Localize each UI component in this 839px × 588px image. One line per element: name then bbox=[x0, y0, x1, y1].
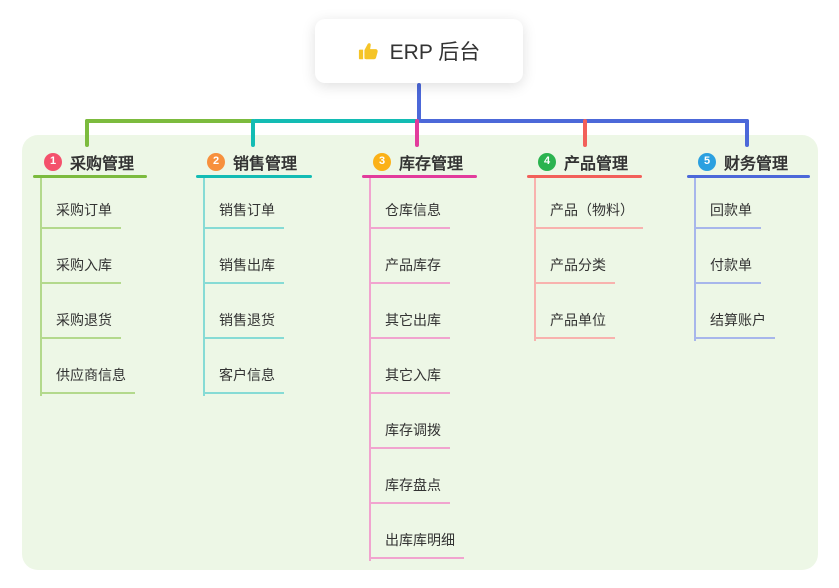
branches-panel bbox=[22, 135, 818, 570]
item-row: 其它入库 bbox=[362, 339, 477, 394]
item-row: 其它出库 bbox=[362, 284, 477, 339]
drop-line-2 bbox=[251, 119, 255, 147]
branch-trunk-line bbox=[40, 178, 42, 396]
item-row: 采购订单 bbox=[33, 178, 147, 229]
branch-trunk-line bbox=[694, 178, 696, 341]
item-row: 采购退货 bbox=[33, 284, 147, 339]
item-row: 库存调拨 bbox=[362, 394, 477, 449]
thumbs-up-icon bbox=[358, 40, 380, 62]
branch-items: 产品（物料） 产品分类产品单位 bbox=[527, 178, 643, 339]
branch-item[interactable]: 供应商信息 bbox=[40, 365, 135, 394]
item-row: 仓库信息 bbox=[362, 178, 477, 229]
branch-item[interactable]: 采购退货 bbox=[40, 310, 121, 339]
item-row: 销售出库 bbox=[196, 229, 312, 284]
branch-item[interactable]: 销售订单 bbox=[203, 200, 284, 229]
branch-trunk-line bbox=[203, 178, 205, 396]
branch-title[interactable]: 4 产品管理 bbox=[527, 150, 642, 173]
branch-label: 库存管理 bbox=[399, 155, 464, 173]
item-row: 销售订单 bbox=[196, 178, 312, 229]
branch-underline bbox=[362, 175, 477, 178]
branch-trunk-line bbox=[369, 178, 371, 561]
branch-underline bbox=[687, 175, 810, 178]
branch-label: 销售管理 bbox=[233, 155, 298, 173]
bus-segment-teal bbox=[253, 119, 419, 123]
branch-title[interactable]: 1 采购管理 bbox=[33, 150, 147, 173]
item-row: 结算账户 bbox=[687, 284, 810, 339]
branch-item[interactable]: 产品分类 bbox=[534, 255, 615, 284]
branch-item[interactable]: 产品（物料） bbox=[534, 200, 643, 229]
branch-item[interactable]: 仓库信息 bbox=[369, 200, 450, 229]
item-row: 采购入库 bbox=[33, 229, 147, 284]
branch-title[interactable]: 3 库存管理 bbox=[362, 150, 477, 173]
branch-5: 5 财务管理回款单付款单结算账户 bbox=[687, 150, 810, 341]
item-row: 付款单 bbox=[687, 229, 810, 284]
branch-label: 采购管理 bbox=[70, 155, 135, 173]
branch-item[interactable]: 库存调拨 bbox=[369, 420, 450, 449]
branch-items: 回款单付款单结算账户 bbox=[687, 178, 810, 339]
bus-segment-green bbox=[85, 119, 255, 123]
branch-item[interactable]: 客户信息 bbox=[203, 365, 284, 394]
branch-underline bbox=[527, 175, 642, 178]
branch-number-badge: 3 bbox=[373, 152, 391, 171]
branch-number-badge: 5 bbox=[698, 152, 716, 171]
item-row: 产品库存 bbox=[362, 229, 477, 284]
branch-item[interactable]: 回款单 bbox=[694, 200, 761, 229]
branch-item[interactable]: 结算账户 bbox=[694, 310, 775, 339]
branch-title[interactable]: 5 财务管理 bbox=[687, 150, 810, 173]
drop-line-4 bbox=[583, 119, 587, 147]
branch-items: 销售订单销售出库销售退货客户信息 bbox=[196, 178, 312, 394]
branch-item[interactable]: 付款单 bbox=[694, 255, 761, 284]
item-row: 回款单 bbox=[687, 178, 810, 229]
drop-line-5 bbox=[745, 119, 749, 147]
branch-4: 4 产品管理产品（物料） 产品分类产品单位 bbox=[527, 150, 643, 341]
branch-number-badge: 1 bbox=[44, 152, 62, 171]
branch-item[interactable]: 产品单位 bbox=[534, 310, 615, 339]
branch-item[interactable]: 采购入库 bbox=[40, 255, 121, 284]
item-row: 出库库明细 bbox=[362, 504, 477, 559]
branch-label: 财务管理 bbox=[724, 155, 789, 173]
branch-2: 2 销售管理销售订单销售出库销售退货客户信息 bbox=[196, 150, 312, 396]
root-node[interactable]: ERP 后台 bbox=[315, 19, 523, 83]
branch-items: 采购订单采购入库采购退货供应商信息 bbox=[33, 178, 147, 394]
item-row: 客户信息 bbox=[196, 339, 312, 394]
item-row: 产品分类 bbox=[527, 229, 642, 284]
branch-item[interactable]: 其它入库 bbox=[369, 365, 450, 394]
drop-line-3 bbox=[415, 119, 419, 147]
branch-3: 3 库存管理仓库信息产品库存其它出库其它入库库存调拨库存盘点出库库明细 bbox=[362, 150, 477, 561]
drop-line-1 bbox=[85, 119, 89, 147]
item-row: 供应商信息 bbox=[33, 339, 147, 394]
item-row: 产品（物料） bbox=[527, 178, 643, 229]
branch-item[interactable]: 销售出库 bbox=[203, 255, 284, 284]
branch-items: 仓库信息产品库存其它出库其它入库库存调拨库存盘点出库库明细 bbox=[362, 178, 477, 559]
branch-underline bbox=[33, 175, 147, 178]
root-stem-line bbox=[417, 83, 421, 123]
branch-1: 1 采购管理采购订单采购入库采购退货供应商信息 bbox=[33, 150, 147, 396]
item-row: 库存盘点 bbox=[362, 449, 477, 504]
item-row: 销售退货 bbox=[196, 284, 312, 339]
branch-item[interactable]: 其它出库 bbox=[369, 310, 450, 339]
branch-title[interactable]: 2 销售管理 bbox=[196, 150, 312, 173]
branch-underline bbox=[196, 175, 312, 178]
branch-label: 产品管理 bbox=[564, 155, 629, 173]
branch-trunk-line bbox=[534, 178, 536, 341]
branch-item[interactable]: 出库库明细 bbox=[369, 530, 464, 559]
branch-item[interactable]: 库存盘点 bbox=[369, 475, 450, 504]
branch-item[interactable]: 采购订单 bbox=[40, 200, 121, 229]
branch-number-badge: 2 bbox=[207, 152, 225, 171]
branch-item[interactable]: 销售退货 bbox=[203, 310, 284, 339]
root-title: ERP 后台 bbox=[389, 41, 481, 64]
branch-number-badge: 4 bbox=[538, 152, 556, 171]
item-row: 产品单位 bbox=[527, 284, 642, 339]
branch-item[interactable]: 产品库存 bbox=[369, 255, 450, 284]
